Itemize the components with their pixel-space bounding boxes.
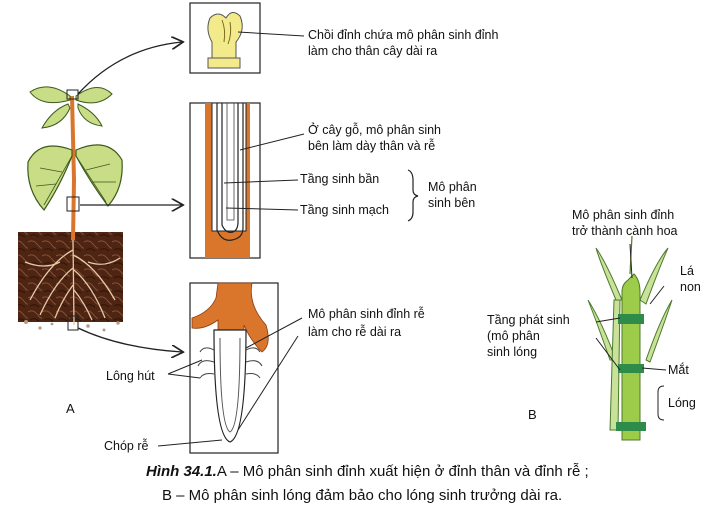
label-shoot-apical-meristem-line2: làm cho thân cây dài ra xyxy=(308,44,438,58)
label-root-cap: Chóp rễ xyxy=(104,439,149,453)
label-cork-cambium: Tầng sinh bần xyxy=(300,172,380,186)
label-young-leaf: Lá xyxy=(680,264,694,278)
intercalary-band-3 xyxy=(616,422,646,431)
bean-plant xyxy=(18,86,123,332)
figure-number: Hình 34.1. xyxy=(146,463,217,480)
figure-caption-line1: Hình 34.1.A – Mô phân sinh đỉnh xuất hiệ… xyxy=(146,462,589,481)
lower-leaves xyxy=(27,144,123,211)
label-flower-meristem-line2: trở thành cành hoa xyxy=(572,224,678,238)
plant-roots xyxy=(24,239,121,326)
lateral-meristem-brace xyxy=(407,169,419,222)
intercalary-band-2 xyxy=(618,364,644,373)
label-woody-lateral-meristem: Ở cây gỗ, mô phân sinh xyxy=(308,123,442,137)
root-tip-box xyxy=(67,315,79,331)
shoot-tip-box xyxy=(66,89,79,100)
inset-root-tip xyxy=(157,282,303,454)
label-panel-a: A xyxy=(66,401,75,416)
figure-caption-line2: B – Mô phân sinh lóng đảm bảo cho lóng s… xyxy=(162,487,563,504)
callout-arrows xyxy=(77,42,182,352)
inset-shoot-tip xyxy=(189,2,305,74)
top-leaves xyxy=(29,86,113,129)
label-intercalary-meristem: Tầng phát sinh xyxy=(487,313,570,327)
intercalary-band-1 xyxy=(618,314,644,324)
label-intercalary-meristem-line2: (mô phân xyxy=(487,329,540,343)
label-intercalary-meristem-line3: sinh lóng xyxy=(487,345,538,359)
leaf-veins xyxy=(35,155,116,206)
label-root-apical-meristem-line2: làm cho rễ dài ra xyxy=(308,325,402,339)
label-vascular-cambium: Tầng sinh mạch xyxy=(300,203,389,217)
soil-block xyxy=(18,232,123,322)
soil-crumbs xyxy=(24,320,120,332)
label-node: Mắt xyxy=(668,363,689,377)
label-young-leaf-line2: non xyxy=(680,280,701,294)
label-lateral-meristem-line2: sinh bên xyxy=(428,196,476,210)
plant-stem xyxy=(70,95,77,241)
label-lateral-meristem: Mô phân xyxy=(428,180,477,194)
label-woody-lateral-meristem-line2: bên làm dày thân và rễ xyxy=(308,139,436,153)
label-root-apical-meristem: Mô phân sinh đỉnh rễ xyxy=(308,307,425,321)
label-flower-meristem: Mô phân sinh đỉnh xyxy=(572,208,675,222)
inset-stem-section xyxy=(189,102,419,259)
stem-section-box xyxy=(66,196,80,212)
grass-leaves xyxy=(587,247,673,431)
caption-text-line1: A – Mô phân sinh đỉnh xuất hiện ở đỉnh t… xyxy=(216,463,589,480)
label-panel-b: B xyxy=(528,407,537,422)
label-shoot-apical-meristem: Chồi đỉnh chứa mô phân sinh đỉnh xyxy=(308,28,499,42)
root-hairs-drawing xyxy=(197,347,263,379)
label-internode: Lóng xyxy=(668,396,696,410)
label-root-hairs: Lông hút xyxy=(106,369,155,383)
grass-stem xyxy=(587,235,673,441)
